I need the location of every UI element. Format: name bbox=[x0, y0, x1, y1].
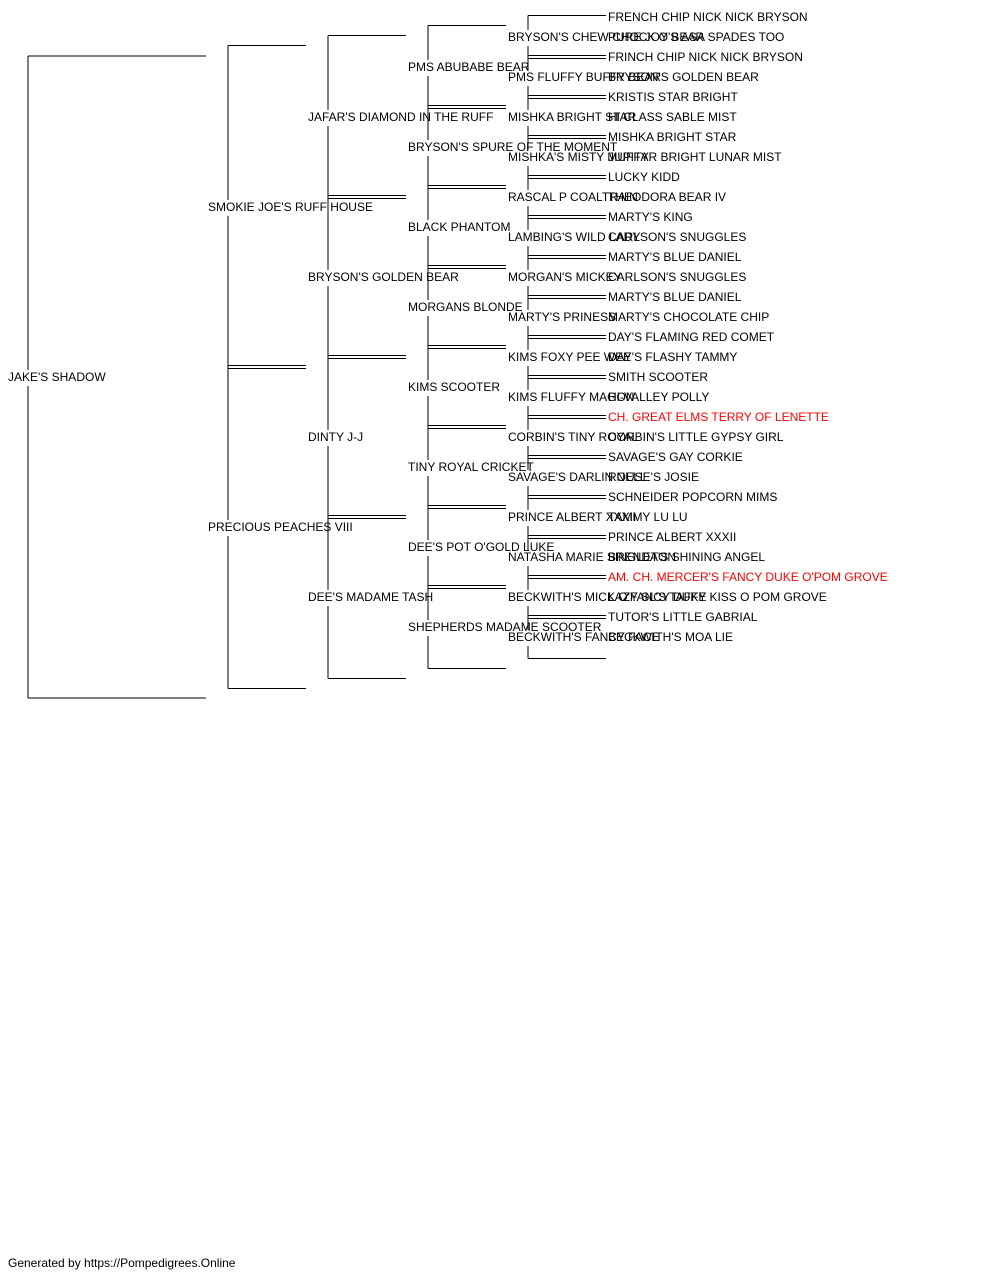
ancestor-subject-dam-sire-sire: KIMS SCOOTER bbox=[408, 380, 500, 394]
ancestor-subject-dam-sire-sire-sire-dam: DAY'S FLASHY TAMMY bbox=[608, 350, 737, 364]
ancestor-subject-sire-dam-dam-sire-dam: CARLSON'S SNUGGLES bbox=[608, 270, 746, 284]
ancestor-subject-sire-dam-dam-sire-sire: MARTY'S BLUE DANIEL bbox=[608, 250, 742, 264]
subject-name: JAKE'S SHADOW bbox=[8, 370, 106, 384]
ancestor-subject-dam-dam-dam-dam-sire: TUTOR'S LITTLE GABRIAL bbox=[608, 610, 758, 624]
ancestor-subject-dam-dam-sire-sire-sire: SCHNEIDER POPCORN MIMS bbox=[608, 490, 777, 504]
ancestor-subject-dam-sire-dam-dam-sire: SAVAGE'S GAY CORKIE bbox=[608, 450, 743, 464]
ancestor-subject-sire-dam-sire-sire-sire: LUCKY KIDD bbox=[608, 170, 680, 184]
ancestor-subject-dam-sire-dam-sire-dam: CORBIN'S LITTLE GYPSY GIRL bbox=[608, 430, 784, 444]
ancestor-subject-sire-dam-sire-dam-sire: MARTY'S KING bbox=[608, 210, 693, 224]
ancestor-subject-dam-dam-dam-dam-dam: BECKWITH'S MOA LIE bbox=[608, 630, 733, 644]
ancestor-subject-dam-sire-dam-dam-dam: ROUSE'S JOSIE bbox=[608, 470, 699, 484]
ancestor-subject-dam-sire-dam-sire: CORBIN'S TINY ROYAL bbox=[508, 430, 639, 444]
ancestor-subject-sire-sire-dam-dam-dam: JUPITAR BRIGHT LUNAR MIST bbox=[608, 150, 782, 164]
ancestor-subject-dam-dam-sire-dam-dam: BRENDA'S SHINING ANGEL bbox=[608, 550, 765, 564]
ancestor-subject-sire-dam-dam: MORGANS BLONDE bbox=[408, 300, 523, 314]
ancestor-subject-dam-dam: DEE'S MADAME TASH bbox=[308, 590, 433, 604]
ancestor-subject-sire-dam-sire-sire-dam: THEODORA BEAR IV bbox=[608, 190, 726, 204]
ancestor-subject-sire-dam-sire-dam-dam: CARLSON'S SNUGGLES bbox=[608, 230, 746, 244]
ancestor-subject-dam-dam-dam-sire: BECKWITH'S MICK O'FANCY DUKE bbox=[508, 590, 706, 604]
ancestor-subject-dam-sire: DINTY J-J bbox=[308, 430, 363, 444]
ancestor-subject-sire-sire-sire-sire: BRYSON'S CHEW CHOCK O BEAR bbox=[508, 30, 704, 44]
ancestor-subject-sire-sire-dam-sire: MISHKA BRIGHT STAR bbox=[508, 110, 637, 124]
ancestor-subject-sire-sire-sire-dam-dam: BRYSON'S GOLDEN BEAR bbox=[608, 70, 759, 84]
ancestor-subject-dam-sire-sire-dam: KIMS FLUFFY MAGON bbox=[508, 390, 634, 404]
ancestor-subject-dam-dam-sire-sire: PRINCE ALBERT XXXII bbox=[508, 510, 636, 524]
ancestor-subject-sire-sire-dam: BRYSON'S SPURE OF THE MOMENT bbox=[408, 140, 618, 154]
ancestor-subject-sire-sire-dam-sire-dam: HI CLASS SABLE MIST bbox=[608, 110, 737, 124]
ancestor-subject-dam-sire-sire-dam-sire: SMITH SCOOTER bbox=[608, 370, 708, 384]
ancestor-subject-sire-sire-sire-dam-sire: FRINCH CHIP NICK NICK BRYSON bbox=[608, 50, 803, 64]
ancestor-subject-dam-sire-sire-sire: KIMS FOXY PEE WEE bbox=[508, 350, 631, 364]
ancestor-subject-sire-dam-sire: BLACK PHANTOM bbox=[408, 220, 510, 234]
ancestor-subject-sire-sire-sire-dam: PMS FLUFFY BUFFY BEAR bbox=[508, 70, 661, 84]
ancestor-subject-dam-dam-sire-dam-sire: PRINCE ALBERT XXXII bbox=[608, 530, 736, 544]
ancestor-subject-sire-sire-sire-sire-dam: PURE JOY'S ASA SPADES TOO bbox=[608, 30, 784, 44]
ancestor-subject-sire-sire-sire-sire-sire: FRENCH CHIP NICK NICK BRYSON bbox=[608, 10, 808, 24]
ancestor-subject-sire-dam-dam-dam-sire: MARTY'S BLUE DANIEL bbox=[608, 290, 742, 304]
ancestor-subject-sire-sire-dam-sire-sire: KRISTIS STAR BRIGHT bbox=[608, 90, 738, 104]
ancestor-subject-dam: PRECIOUS PEACHES VIII bbox=[208, 520, 353, 534]
ancestor-subject-sire-sire-sire: PMS ABUBABE BEAR bbox=[408, 60, 530, 74]
ancestor-subject-dam-sire-sire-sire-sire: DAY'S FLAMING RED COMET bbox=[608, 330, 775, 344]
ancestor-subject-sire-dam-dam-dam-dam: MARTY'S CHOCOLATE CHIP bbox=[608, 310, 769, 324]
ancestor-subject-dam-sire-dam-dam: SAVAGE'S DARLIN NELL bbox=[508, 470, 647, 484]
ancestor-subject-dam-dam-dam-sire-dam: LAZY SL'S TAFFY KISS O POM GROVE bbox=[608, 590, 827, 604]
ancestor-subject-sire-dam-dam-sire: MORGAN'S MICKEY bbox=[508, 270, 622, 284]
ancestor-subject-dam-dam-dam: SHEPHERDS MADAME SCOOTER bbox=[408, 620, 602, 634]
ancestor-subject-sire-dam-dam-dam: MARTY'S PRINESS bbox=[508, 310, 616, 324]
generated-by-footer: Generated by https://Pompedigrees.Online bbox=[8, 1256, 236, 1270]
ancestor-subject-sire-sire: JAFAR'S DIAMOND IN THE RUFF bbox=[308, 110, 493, 124]
ancestor-subject-dam-dam-sire-sire-dam: TAMMY LU LU bbox=[608, 510, 688, 524]
ancestor-subject-dam-sire-dam-sire-sire: CH. GREAT ELMS TERRY OF LENETTE bbox=[608, 410, 829, 424]
ancestor-subject-dam-dam-dam-sire-sire: AM. CH. MERCER'S FANCY DUKE O'POM GROVE bbox=[608, 570, 888, 584]
ancestor-subject-sire-dam: BRYSON'S GOLDEN BEAR bbox=[308, 270, 459, 284]
ancestor-subject-dam-sire-sire-dam-dam: HI-VALLEY POLLY bbox=[608, 390, 709, 404]
ancestor-subject-sire-sire-dam-dam-sire: MISHKA BRIGHT STAR bbox=[608, 130, 737, 144]
ancestor-subject-dam-dam-sire: DEE'S POT O'GOLD LUKE bbox=[408, 540, 554, 554]
ancestor-subject-sire-sire-dam-dam: MISHKA'S MISTY MUFFY bbox=[508, 150, 649, 164]
ancestor-subject-sire-dam-sire-dam: LAMBING'S WILD LADY bbox=[508, 230, 640, 244]
ancestor-subject-dam-dam-sire-dam: NATASHA MARIE SINGLETON bbox=[508, 550, 676, 564]
ancestor-subject-dam-dam-dam-dam: BECKWITH'S FANCY FACE bbox=[508, 630, 659, 644]
ancestor-subject-dam-sire-dam: TINY ROYAL CRICKET bbox=[408, 460, 534, 474]
ancestor-subject-sire: SMOKIE JOE'S RUFF HOUSE bbox=[208, 200, 373, 214]
ancestor-subject-sire-dam-sire-sire: RASCAL P COALTRAIN bbox=[508, 190, 638, 204]
